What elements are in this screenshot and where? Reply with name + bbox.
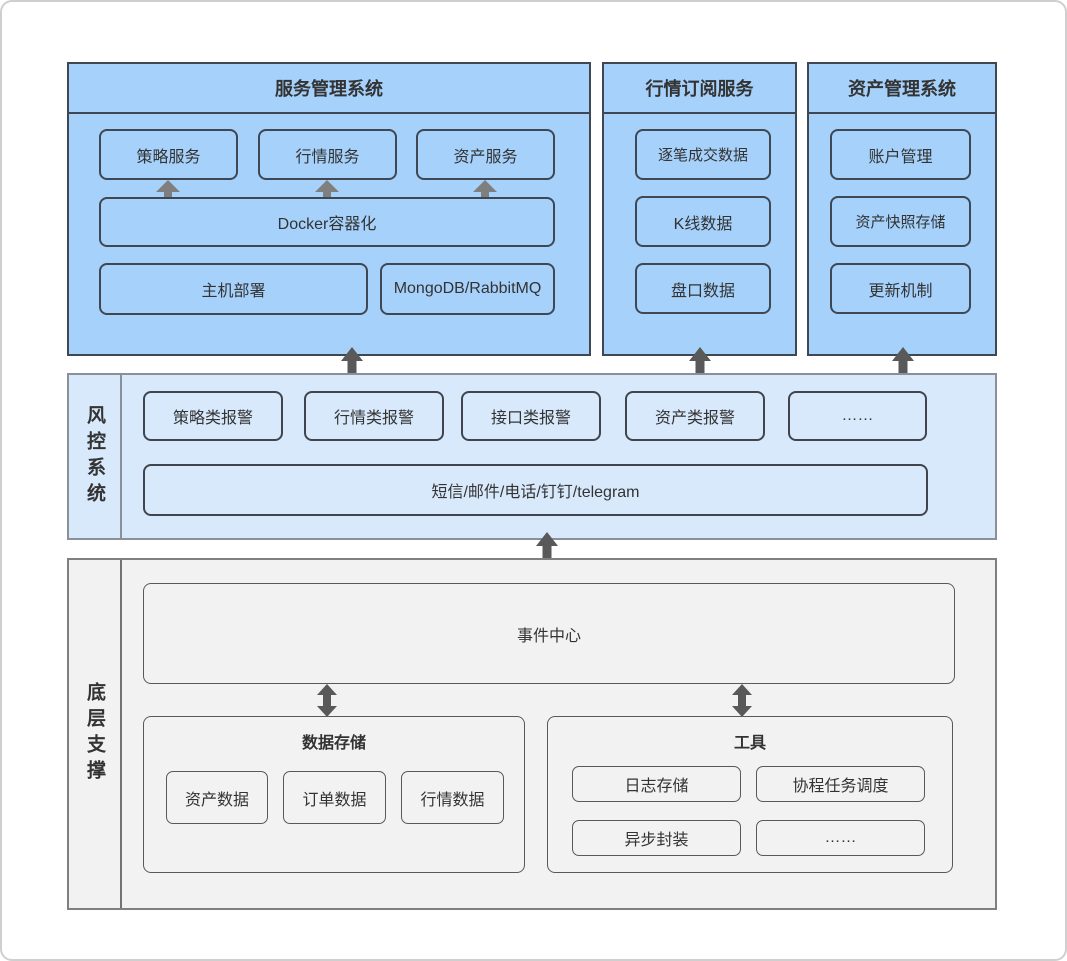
double-arrow-icon — [317, 684, 337, 717]
box-middleware: MongoDB/RabbitMQ — [380, 263, 555, 315]
section-title: 服务管理系统 — [69, 64, 589, 114]
box-market-data: 行情数据 — [401, 771, 504, 824]
group-tools: 工具 日志存储 协程任务调度 异步封装 …… — [547, 716, 953, 873]
risk-label-column: 风控系统 — [69, 375, 122, 538]
box-update-mechanism: 更新机制 — [830, 263, 971, 314]
box-notify-channels: 短信/邮件/电话/钉钉/telegram — [143, 464, 928, 516]
section-title: 资产管理系统 — [809, 64, 995, 114]
section-asset-management: 资产管理系统 账户管理 资产快照存储 更新机制 — [807, 62, 997, 356]
box-asset-service: 资产服务 — [416, 129, 555, 180]
box-host-deploy: 主机部署 — [99, 263, 368, 315]
base-label-column: 底层支撑 — [69, 560, 122, 908]
box-asset-alarm: 资产类报警 — [625, 391, 765, 441]
box-event-center: 事件中心 — [143, 583, 955, 684]
up-arrow-icon — [156, 180, 180, 197]
section-market-subscription: 行情订阅服务 逐笔成交数据 K线数据 盘口数据 — [602, 62, 797, 356]
risk-label: 风控系统 — [84, 404, 105, 509]
box-orderbook-data: 盘口数据 — [635, 263, 771, 314]
section-service-management: 服务管理系统 策略服务 行情服务 资产服务 Docker容器化 主机部署 Mon… — [67, 62, 591, 356]
box-market-alarm: 行情类报警 — [304, 391, 444, 441]
box-strategy-alarm: 策略类报警 — [143, 391, 283, 441]
box-asset-snapshot: 资产快照存储 — [830, 196, 971, 247]
box-asset-data: 资产数据 — [166, 771, 268, 824]
group-title: 数据存储 — [301, 735, 366, 752]
box-tick-data: 逐笔成交数据 — [635, 129, 771, 180]
box-interface-alarm: 接口类报警 — [461, 391, 601, 441]
box-order-data: 订单数据 — [283, 771, 386, 824]
box-coroutine-scheduler: 协程任务调度 — [756, 766, 925, 802]
box-account-management: 账户管理 — [830, 129, 971, 180]
box-kline-data: K线数据 — [635, 196, 771, 247]
section-risk-control: 风控系统 策略类报警 行情类报警 接口类报警 资产类报警 …… 短信/邮件/电话… — [67, 373, 997, 540]
box-strategy-service: 策略服务 — [99, 129, 238, 180]
section-title: 行情订阅服务 — [604, 64, 795, 114]
box-log-storage: 日志存储 — [572, 766, 741, 802]
box-more-tools: …… — [756, 820, 925, 856]
section-base-support: 底层支撑 事件中心 数据存储 资产数据 订单数据 行情数据 工具 日志存储 协程… — [67, 558, 997, 910]
group-title: 工具 — [733, 735, 766, 752]
box-docker: Docker容器化 — [99, 197, 555, 247]
up-arrow-icon — [315, 180, 339, 197]
box-async-wrapper: 异步封装 — [572, 820, 741, 856]
double-arrow-icon — [732, 684, 752, 717]
base-label: 底层支撑 — [84, 682, 105, 786]
box-market-service: 行情服务 — [258, 129, 397, 180]
group-data-storage: 数据存储 资产数据 订单数据 行情数据 — [143, 716, 525, 873]
box-more-alarm: …… — [788, 391, 927, 441]
up-arrow-icon — [473, 180, 497, 197]
